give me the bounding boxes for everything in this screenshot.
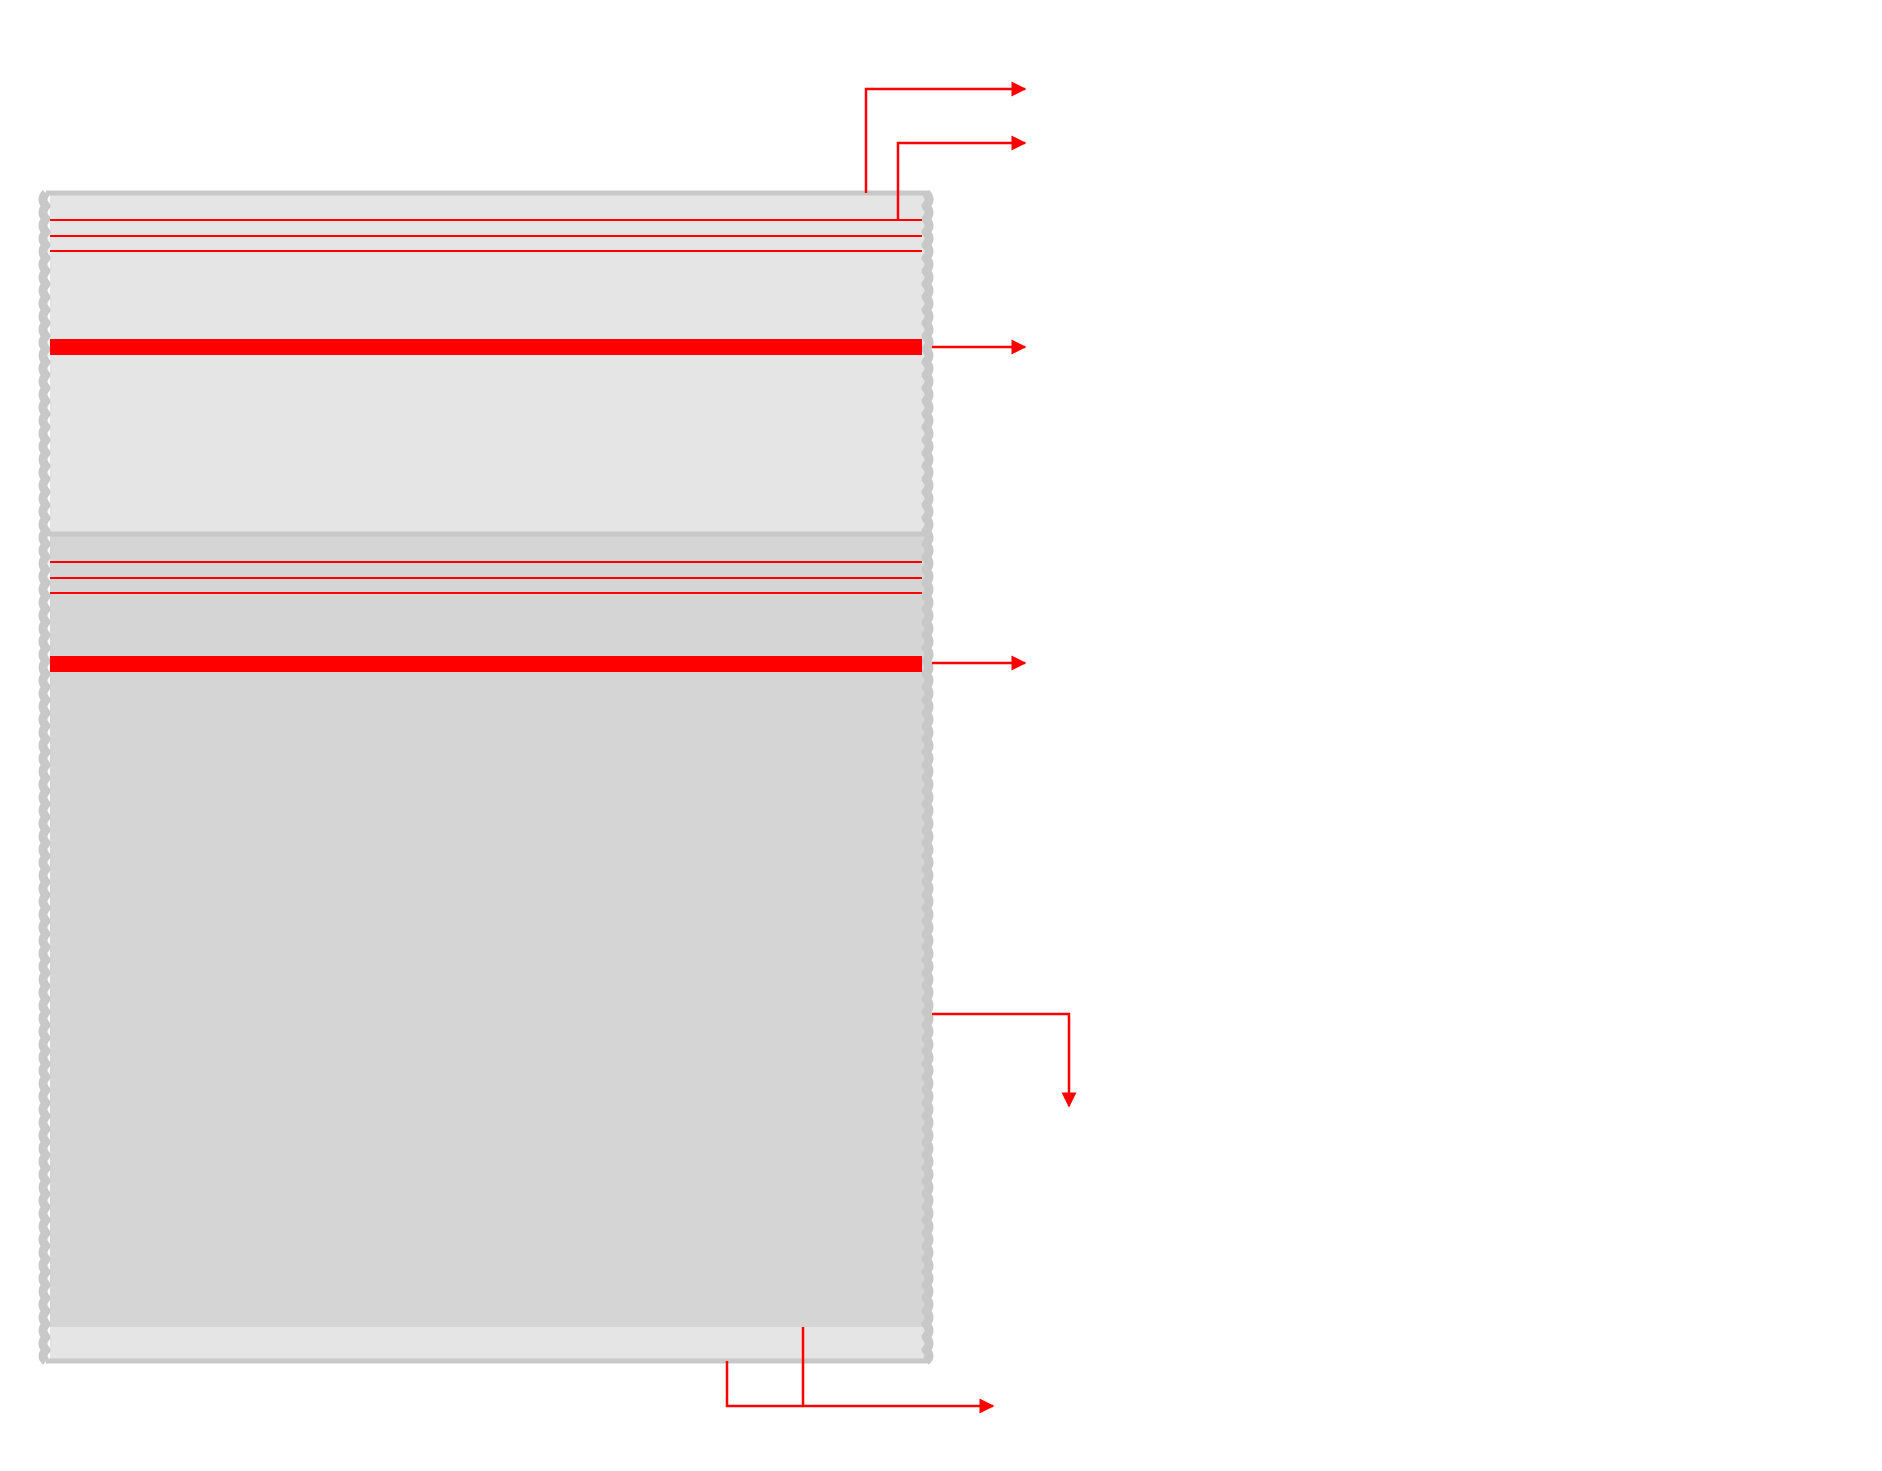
leader-second bbox=[896, 135, 1027, 220]
panel bbox=[38, 189, 934, 1365]
bottom-strip bbox=[50, 1327, 926, 1361]
left-scalloped-edge bbox=[38, 189, 51, 1365]
leader-side-region bbox=[932, 1012, 1077, 1108]
leader-top bbox=[864, 81, 1027, 193]
upper-thick-band bbox=[50, 339, 922, 355]
leader-bottom-a bbox=[725, 1361, 803, 1408]
lower-section bbox=[50, 534, 926, 1327]
right-scalloped-edge bbox=[921, 189, 934, 1365]
upper-section bbox=[50, 193, 926, 534]
leader-bottom-b bbox=[801, 1327, 995, 1414]
lower-thick-band bbox=[50, 656, 922, 672]
leaders bbox=[725, 81, 1077, 1414]
